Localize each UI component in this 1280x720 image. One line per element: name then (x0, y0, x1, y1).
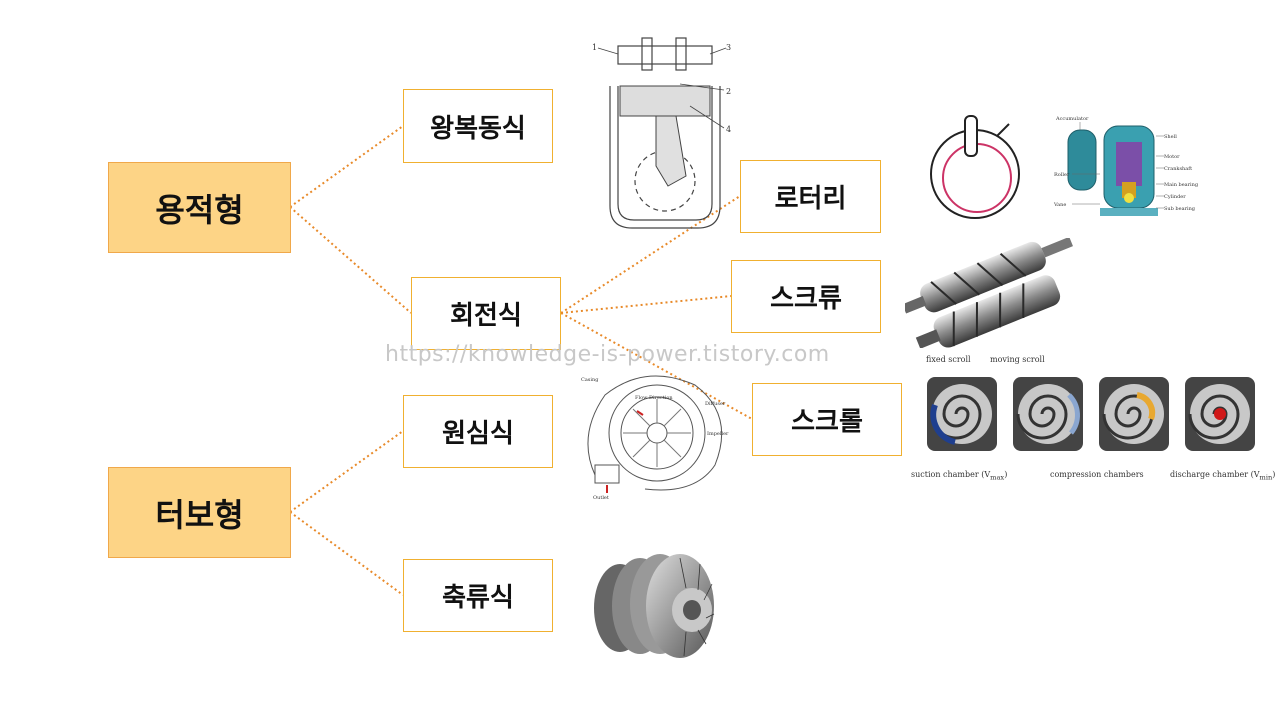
connector-positive-reciprocating (289, 125, 404, 208)
scroll-label-suction-text: suction chamber (V (911, 470, 991, 479)
rotary-part-accumulator: Accumulator (1055, 116, 1089, 122)
piston-label-3: 3 (726, 43, 731, 52)
centrifugal-compressor-image: Casing Flow Direction Diffuser Impeller … (581, 375, 729, 501)
node-centrifugal: 원심식 (403, 395, 553, 468)
category-turbo: 터보형 (108, 467, 291, 558)
connector-rotary-rotary-vane (560, 195, 741, 314)
node-rotary-label: 회전식 (450, 301, 522, 331)
connector-turbo-centrifugal (289, 430, 404, 513)
piston-label-4: 4 (726, 125, 731, 134)
connector-rotary-scroll (560, 312, 753, 420)
node-rotary: 회전식 (411, 277, 561, 350)
rotary-part-crankshaft: Crankshaft (1164, 166, 1192, 172)
reciprocating-compressor-image: 1 2 3 4 (592, 37, 731, 229)
node-scroll: 스크롤 (752, 383, 902, 456)
scroll-label-discharge: discharge chamber (Vmin) (1170, 470, 1276, 482)
connector-rotary-screw (560, 295, 732, 314)
centrifugal-label-diffuser: Diffuser (705, 401, 726, 407)
piston-label-1: 1 (592, 43, 597, 52)
centrifugal-label-impeller: Impeller (707, 431, 729, 437)
node-reciprocating-label: 왕복동식 (430, 113, 526, 144)
node-screw: 스크류 (731, 260, 881, 333)
rotary-part-sub-bearing: Sub bearing (1164, 206, 1196, 212)
connector-turbo-axial (289, 511, 404, 596)
scroll-label-compression: compression chambers (1050, 470, 1144, 479)
rotary-part-roller: Roller (1054, 172, 1070, 178)
category-turbo-label: 터보형 (155, 495, 244, 534)
centrifugal-label-casing: Casing (581, 377, 599, 383)
node-reciprocating: 왕복동식 (403, 89, 553, 163)
rotary-part-shell: Shell (1164, 134, 1177, 140)
piston-label-2: 2 (726, 87, 731, 96)
rotary-part-vane: Vane (1053, 202, 1066, 208)
node-axial: 축류식 (403, 559, 553, 632)
scroll-label-fixed: fixed scroll (926, 355, 971, 364)
category-positive-displacement: 용적형 (108, 162, 291, 253)
connector-positive-rotary (289, 206, 412, 314)
node-rotary-vane: 로터리 (740, 160, 881, 233)
scroll-label-moving: moving scroll (990, 355, 1045, 364)
centrifugal-label-flow: Flow Direction (635, 395, 673, 401)
scroll-label-discharge-sub: min (1259, 473, 1273, 482)
node-centrifugal-label: 원심식 (442, 419, 514, 449)
centrifugal-label-outlet: Outlet (593, 495, 609, 501)
node-scroll-label: 스크롤 (791, 407, 863, 437)
rotary-part-main-bearing: Main bearing (1164, 182, 1199, 188)
rotary-part-cylinder: Cylinder (1164, 194, 1186, 200)
scroll-label-suction-sub: max (990, 473, 1005, 482)
axial-compressor-image (594, 554, 715, 658)
rotary-part-motor: Motor (1164, 154, 1180, 160)
node-screw-label: 스크류 (770, 284, 842, 314)
rotary-compressor-cutaway-image: Accumulator Shell Motor Crankshaft Rolle… (1053, 116, 1199, 216)
scroll-label-suction: suction chamber (Vmax) (911, 470, 1008, 482)
scroll-stages-image (927, 377, 1255, 451)
watermark: https://knowledge-is-power.tistory.com (385, 342, 830, 367)
category-positive-label: 용적형 (155, 190, 244, 229)
node-rotary-vane-label: 로터리 (774, 184, 847, 214)
screw-rotors-image (905, 238, 1073, 348)
scroll-label-discharge-text: discharge chamber (V (1170, 470, 1260, 479)
rotary-vane-image (930, 115, 1020, 219)
node-axial-label: 축류식 (442, 583, 514, 613)
